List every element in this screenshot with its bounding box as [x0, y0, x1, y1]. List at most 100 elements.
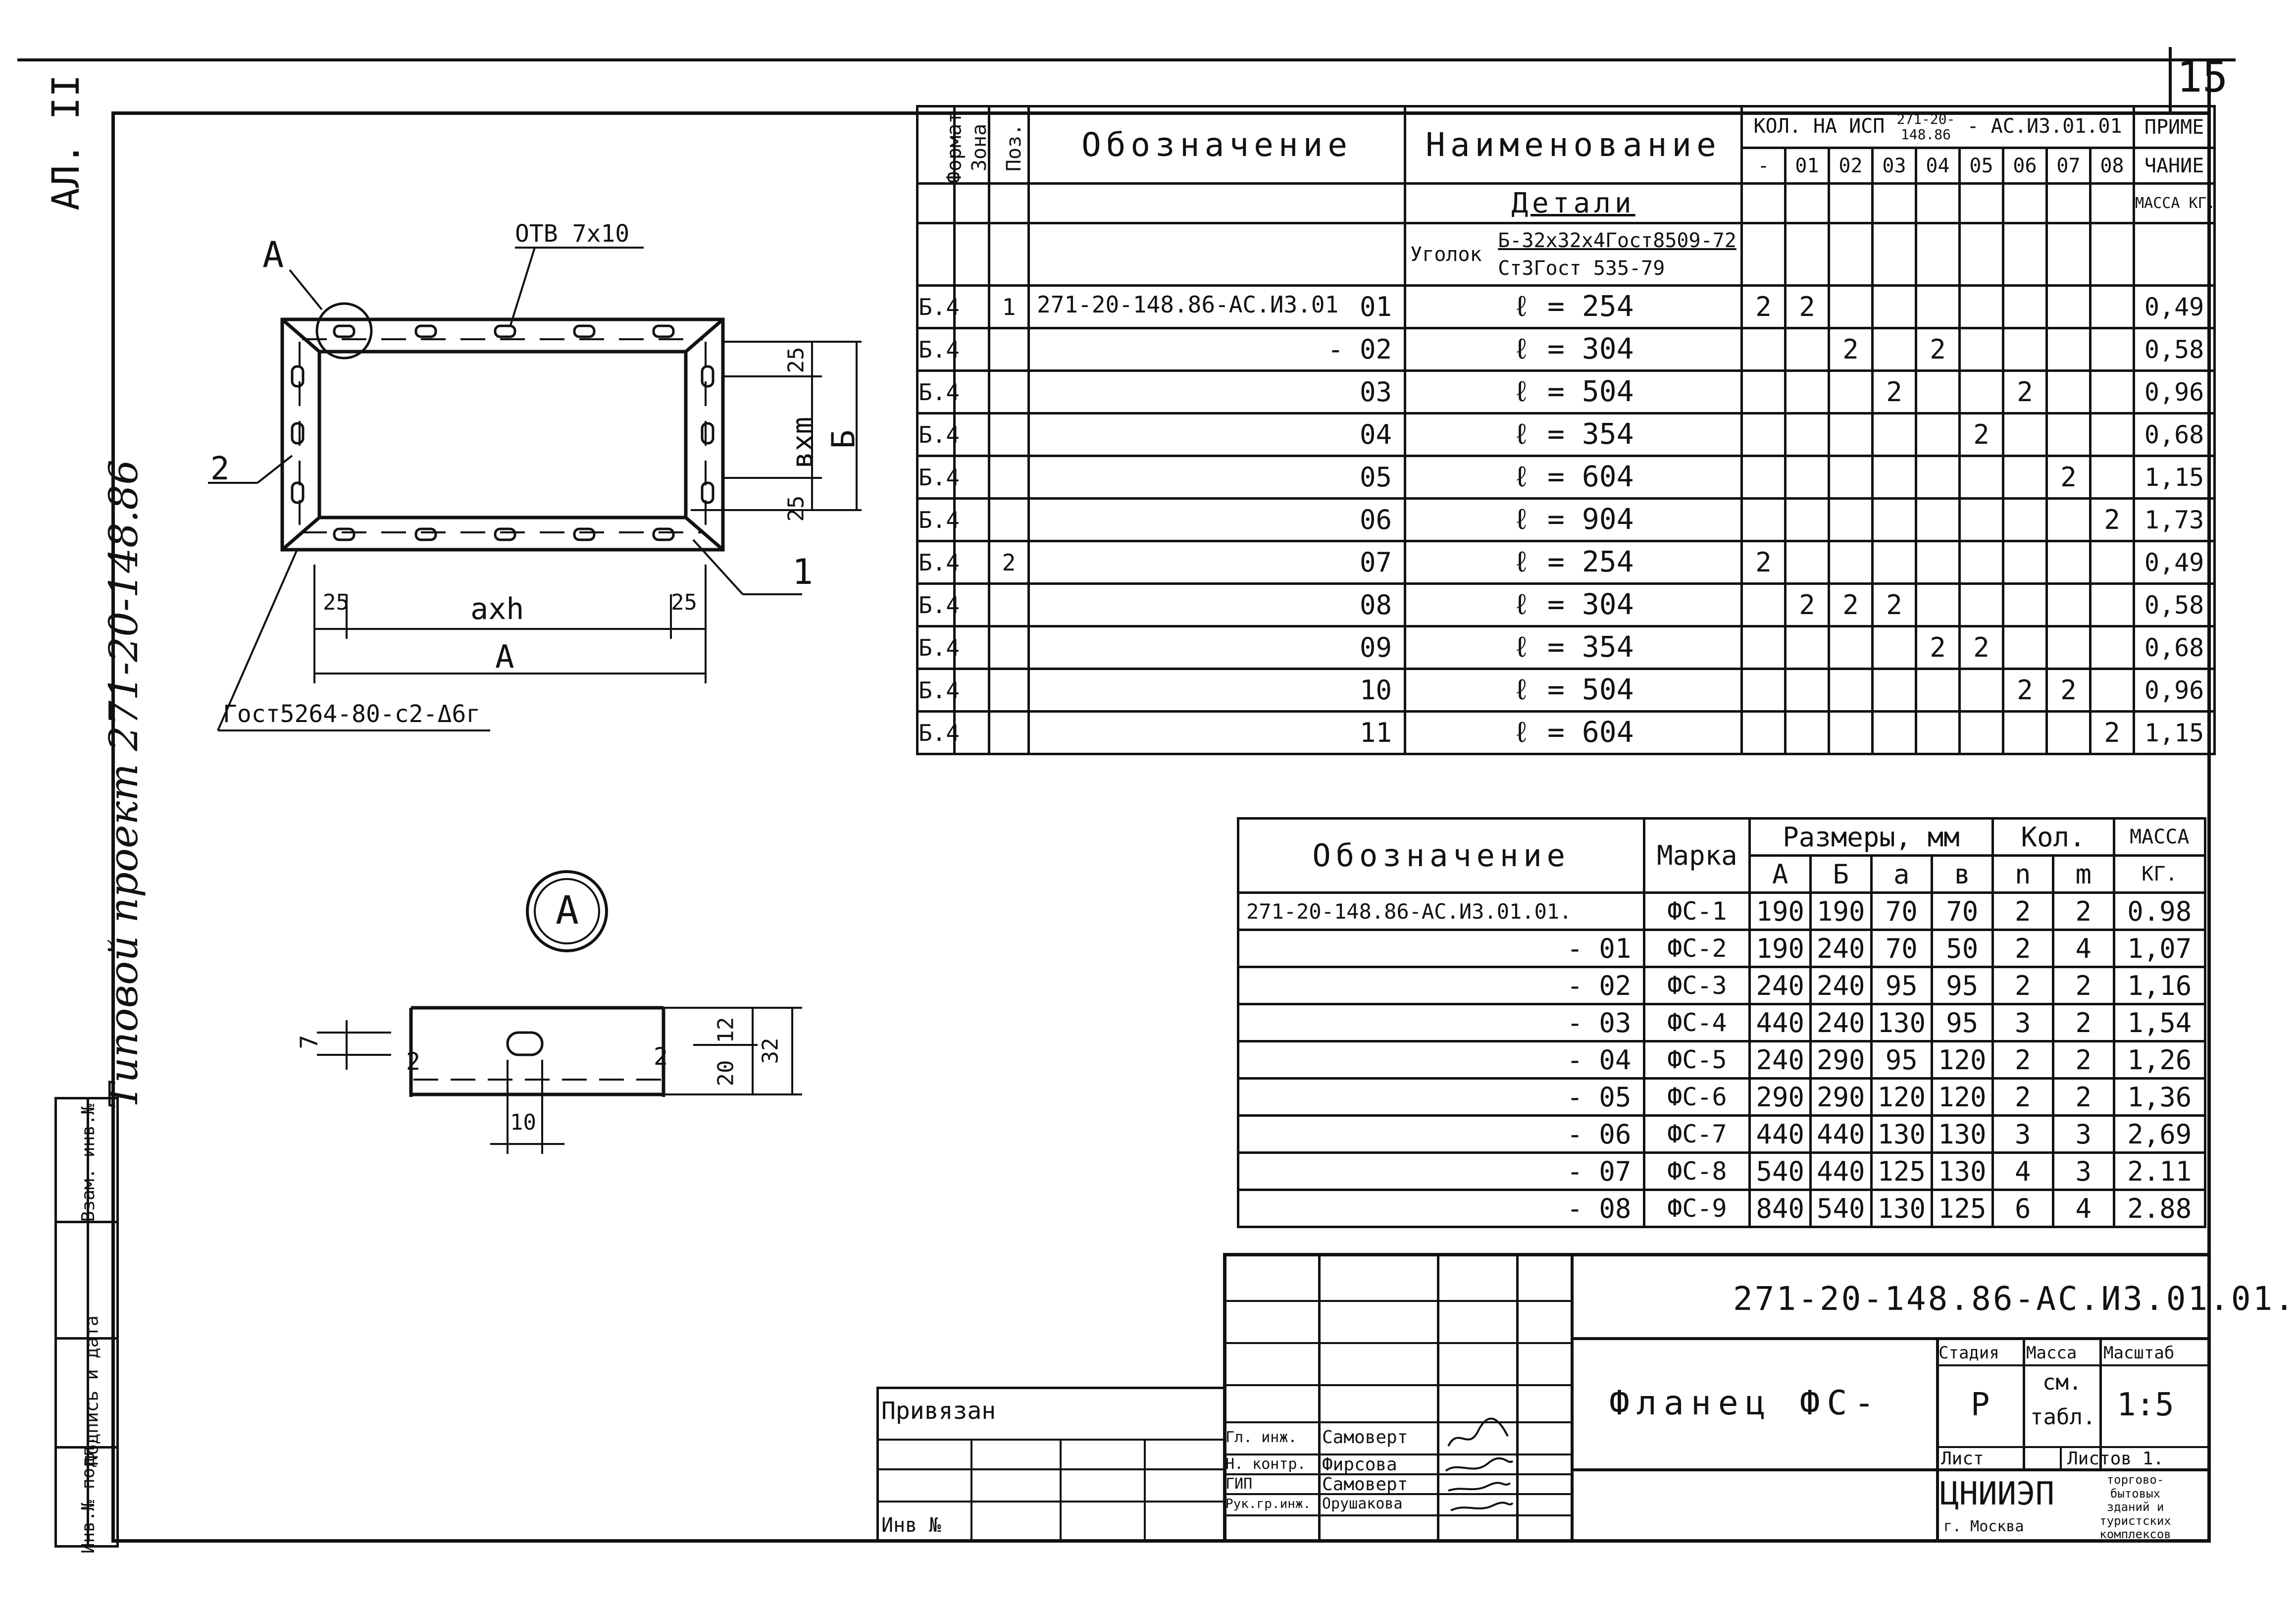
spec-qty: 2 — [1784, 582, 1830, 627]
sizes-n: 2 — [1991, 891, 2055, 931]
spec-qty — [1740, 625, 1786, 670]
spec-qty — [1915, 540, 1961, 585]
sizes-b: 540 — [1809, 1189, 1873, 1228]
spec-qty — [1958, 668, 2004, 713]
spec-designation: 10 — [1027, 668, 1406, 713]
exec-col: 04 — [1915, 147, 1961, 185]
header-qty: КОЛ. НА ИСП 271-20-148.86 - АС.ИЗ.01.01 — [1740, 105, 2136, 149]
sizes-header-B: Б — [1809, 854, 1873, 894]
sizes-header-qty: Кол. — [1991, 817, 2115, 857]
spec-name: ℓ = 254 — [1404, 284, 1743, 329]
sizes-header-a: а — [1870, 854, 1934, 894]
weld-mark-left: 2 — [406, 1048, 420, 1076]
spec-qty — [1828, 540, 1874, 585]
spec-zone — [953, 497, 990, 542]
spec-zone — [953, 455, 990, 500]
sizes-b: 290 — [1809, 1040, 1873, 1080]
spec-qty — [2045, 625, 2092, 670]
spec-qty — [1828, 455, 1874, 500]
spec-qty — [2002, 412, 2048, 457]
spec-qty: 2 — [1915, 327, 1961, 372]
spec-format: Б.4 — [916, 497, 960, 542]
sizes-n: 4 — [1991, 1151, 2055, 1191]
spec-qty — [1871, 625, 1917, 670]
spec-format: Б.4 — [916, 455, 960, 500]
detail-dim-32: 32 — [758, 1038, 783, 1064]
dim-b: Б — [825, 429, 863, 449]
spec-name: ℓ = 904 — [1404, 497, 1743, 542]
org-city: г. Москва — [1943, 1518, 2024, 1535]
spec-mass: 0,68 — [2133, 625, 2216, 670]
sizes-mass: 2.88 — [2112, 1189, 2207, 1228]
spec-qty — [1784, 710, 1830, 755]
stage-value: Р — [1971, 1387, 1990, 1423]
sizes-n: 3 — [1991, 1114, 2055, 1154]
spec-qty — [2002, 710, 2048, 755]
spec-mass: 0,96 — [2133, 369, 2216, 415]
sizes-b: 95 — [1931, 966, 1994, 1005]
position-2: 2 — [210, 451, 230, 487]
spec-zone — [953, 582, 990, 627]
spec-mass: 0,58 — [2133, 327, 2216, 372]
sizes-mass: 1,26 — [2112, 1040, 2207, 1080]
sizes-b: 440 — [1809, 1151, 1873, 1191]
spec-qty — [1915, 497, 1961, 542]
exec-col: - — [1740, 147, 1786, 185]
sheet-number-box: 15 — [2169, 47, 2228, 111]
dim-25-left: 25 — [323, 590, 349, 615]
detail-dim-12: 12 — [713, 1017, 739, 1043]
spec-mass: 0,58 — [2133, 582, 2216, 627]
spec-qty: 2 — [2002, 668, 2048, 713]
spec-qty — [2089, 284, 2136, 329]
spec-qty: 2 — [1828, 327, 1874, 372]
spec-qty — [1784, 540, 1830, 585]
sizes-b: 70 — [1931, 891, 1994, 931]
spec-qty — [1915, 710, 1961, 755]
spec-qty — [1871, 327, 1917, 372]
spec-qty — [1828, 668, 1874, 713]
sizes-mass: 1,16 — [2112, 966, 2207, 1005]
sizes-n: 2 — [1991, 929, 2055, 968]
spec-qty — [1915, 369, 1961, 415]
header-designation: Обозначение — [1027, 105, 1406, 185]
spec-qty — [2089, 455, 2136, 500]
sizes-m: 2 — [2052, 1003, 2115, 1042]
spec-name: ℓ = 304 — [1404, 327, 1743, 372]
linked-label: Привязан — [881, 1397, 996, 1425]
spec-qty — [2089, 625, 2136, 670]
detail-label: А — [556, 888, 579, 933]
spec-qty — [1915, 455, 1961, 500]
scale-value: 1:5 — [2117, 1387, 2174, 1423]
mass-unit: МАССА КГ. — [2133, 182, 2216, 224]
side-stamp: Инв.№ подл. Подпись и дата Взам. инв.№ — [54, 1097, 119, 1554]
spec-designation: 06 — [1027, 497, 1406, 542]
spec-qty — [2089, 668, 2136, 713]
spec-qty — [1871, 284, 1917, 329]
sizes-a: 540 — [1748, 1151, 1812, 1191]
spec-qty — [2002, 284, 2048, 329]
dim-axh: ахh — [470, 592, 524, 626]
spec-qty — [1958, 582, 2004, 627]
sizes-a: 440 — [1748, 1114, 1812, 1154]
sizes-designation: - 06 — [1236, 1114, 1646, 1154]
weld-mark-right: 2 — [654, 1043, 668, 1071]
sizes-header-m: m — [2052, 854, 2115, 894]
spec-qty: 2 — [2045, 455, 2092, 500]
spec-format: Б.4 — [916, 284, 960, 329]
sizes-mark: ФС-4 — [1643, 1003, 1751, 1042]
sizes-header-mass-unit: КГ. — [2112, 854, 2207, 894]
sizes-mark: ФС-7 — [1643, 1114, 1751, 1154]
header-format: Формат — [916, 105, 966, 185]
spec-qty: 2 — [2002, 369, 2048, 415]
sizes-mark: ФС-9 — [1643, 1189, 1751, 1228]
spec-qty — [2045, 327, 2092, 372]
dim-25-right: 25 — [671, 590, 697, 615]
sizes-b: 290 — [1809, 1077, 1873, 1117]
sizes-header-designation: Обозначение — [1236, 817, 1646, 894]
sizes-header-dims: Размеры, мм — [1748, 817, 1994, 857]
